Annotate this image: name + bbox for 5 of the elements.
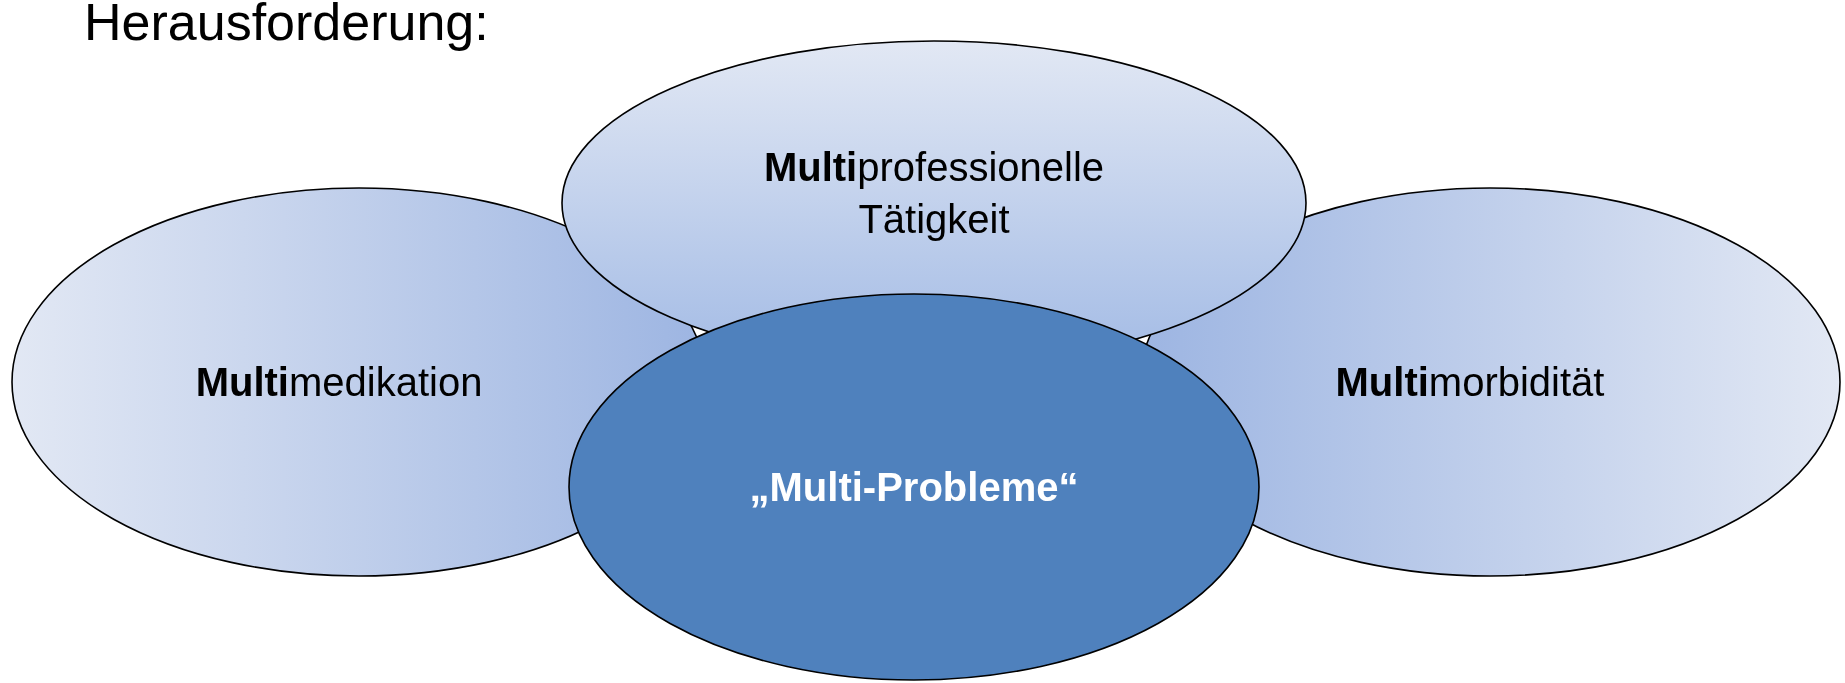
node-label: Multimedikation — [195, 359, 483, 406]
node-label: Multimorbidität — [1335, 359, 1605, 406]
title: Herausforderung: — [84, 0, 489, 52]
node-label: „Multi-Probleme“ — [749, 464, 1079, 511]
node-label: Multiprofessionelle Tätigkeit — [762, 144, 1106, 243]
